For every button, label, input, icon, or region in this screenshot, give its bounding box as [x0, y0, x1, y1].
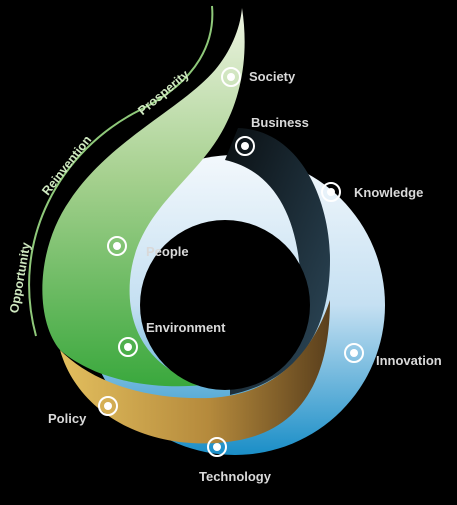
label-business: Business — [251, 115, 309, 130]
label-policy: Policy — [48, 411, 87, 426]
society-marker — [221, 67, 241, 87]
node-markers — [98, 67, 364, 457]
environment-marker — [118, 337, 138, 357]
center-hole — [140, 220, 310, 390]
label-innovation: Innovation — [376, 353, 442, 368]
label-environment: Environment — [146, 320, 226, 335]
people-marker — [107, 236, 127, 256]
gold-swirl-band — [60, 300, 330, 444]
green-leaf-drop — [42, 8, 245, 387]
label-technology: Technology — [199, 469, 271, 484]
technology-marker — [207, 437, 227, 457]
innovation-marker — [344, 343, 364, 363]
outer-arc-line — [28, 5, 214, 337]
business-marker — [235, 136, 255, 156]
label-knowledge: Knowledge — [354, 185, 424, 200]
label-society: Society — [249, 69, 296, 84]
label-people: People — [146, 244, 189, 259]
knowledge-marker — [321, 182, 341, 202]
policy-marker — [98, 396, 118, 416]
